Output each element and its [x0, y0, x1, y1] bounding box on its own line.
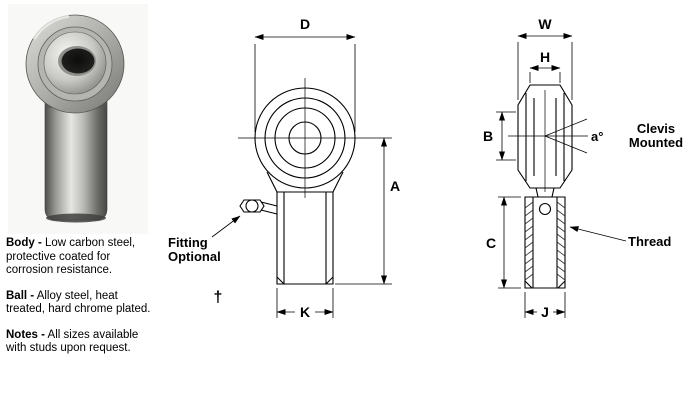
- note-notes-label: Notes -: [6, 328, 45, 341]
- front-centerlines: [238, 78, 392, 198]
- note-ball-label: Ball -: [6, 289, 35, 302]
- note-notes: Notes - All sizes available with studs u…: [6, 329, 158, 356]
- note-ball: Ball - Alloy steel, heat treated, hard c…: [6, 290, 158, 317]
- dim-a-label: A: [390, 178, 400, 194]
- side-dimension-b: B: [483, 111, 516, 161]
- thread-label: Thread: [628, 234, 671, 249]
- side-dimension-h: H: [529, 49, 561, 83]
- side-view-drawing: a° Clevis Mounted: [483, 16, 683, 320]
- dim-d-label: D: [300, 16, 310, 32]
- note-body-text: Low carbon steel, protective coated for …: [6, 237, 136, 277]
- fitting-label-line2: Optional: [168, 249, 221, 264]
- note-body-label: Body -: [6, 237, 42, 249]
- side-dimension-w: W: [517, 16, 573, 100]
- front-dimension-k: K: [276, 288, 334, 320]
- fitting-label-line1: Fitting: [168, 235, 208, 250]
- note-body: Body - Low carbon steel, protective coat…: [6, 237, 158, 278]
- side-dimension-j: J: [524, 292, 566, 320]
- side-shank-outline: [524, 187, 566, 289]
- side-head-outline: [517, 84, 573, 189]
- dim-b-label: B: [483, 128, 493, 144]
- clevis-label-line2: Mounted: [629, 135, 683, 150]
- footnote-dagger: †: [214, 289, 223, 306]
- front-view-drawing: D A K Fitting Optional †: [168, 16, 400, 320]
- dim-w-label: W: [538, 16, 552, 32]
- dim-j-label: J: [541, 304, 549, 320]
- rod-end-body: [44, 98, 108, 223]
- clevis-label-line1: Clevis: [637, 121, 675, 136]
- front-dimension-a: A: [335, 137, 400, 285]
- note-ball-text: Alloy steel, heat treated, hard chrome p…: [6, 289, 151, 316]
- front-grease-fitting: [239, 199, 278, 215]
- rod-end-head: [25, 14, 125, 114]
- dim-k-label: K: [300, 304, 310, 320]
- front-dimension-d: D: [254, 16, 356, 132]
- dim-h-label: H: [540, 49, 550, 65]
- clevis-mounted-label: Clevis Mounted: [629, 121, 683, 150]
- front-head-outline: [254, 87, 356, 193]
- note-notes-text: All sizes available with studs upon requ…: [6, 328, 139, 355]
- dim-c-label: C: [486, 235, 496, 251]
- side-dimension-c: C: [486, 196, 521, 289]
- side-angle: a°: [544, 118, 603, 154]
- thread-hatching: [524, 201, 566, 281]
- fitting-callout: Fitting Optional: [168, 215, 241, 264]
- side-centerlines: [508, 90, 588, 192]
- front-shank-outline: [276, 191, 334, 285]
- notes-panel: Body - Low carbon steel, protective coat…: [6, 237, 158, 368]
- thread-callout: Thread: [569, 226, 671, 249]
- product-photo: [8, 4, 148, 234]
- angle-label: a°: [591, 129, 603, 144]
